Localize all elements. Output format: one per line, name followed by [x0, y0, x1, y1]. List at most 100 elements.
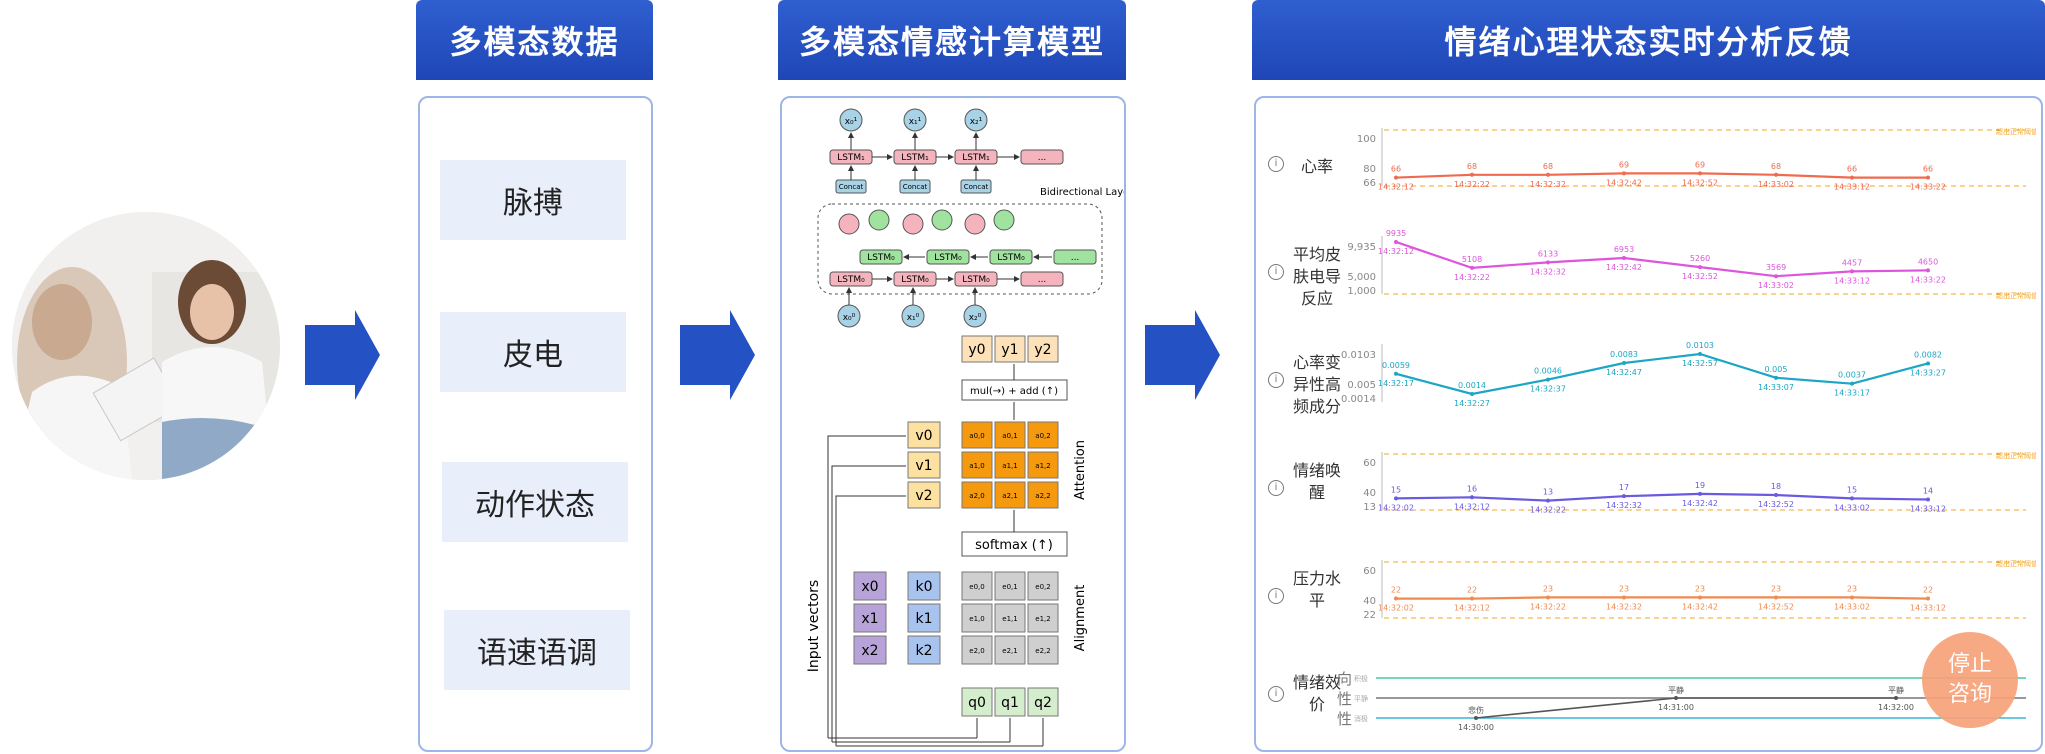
data-point[interactable]	[1546, 260, 1550, 265]
data-header: 多模态数据	[416, 0, 653, 80]
data-point[interactable]	[1774, 595, 1778, 600]
series-line	[1395, 492, 1929, 502]
info-icon[interactable]: i	[1268, 156, 1284, 172]
lstm-forward-label: LSTM₀	[837, 275, 865, 285]
valence-sublevel-label: 积极	[1354, 674, 1368, 683]
data-value-label: 19	[1695, 481, 1705, 490]
time-label: 14:33:02	[1834, 602, 1870, 611]
series-line	[1396, 596, 1929, 600]
y-tick-label: 60	[1363, 566, 1376, 577]
data-point[interactable]	[1774, 274, 1778, 279]
data-point[interactable]	[1622, 360, 1626, 365]
data-point[interactable]	[1926, 361, 1930, 366]
stop-consult-button[interactable]: 停止咨询	[1922, 632, 2018, 728]
y-tick-label: 5,000	[1347, 272, 1376, 283]
data-point[interactable]	[1470, 265, 1474, 270]
time-label: 14:32:12	[1454, 502, 1490, 511]
data-point[interactable]	[1546, 498, 1550, 503]
time-label: 14:33:02	[1758, 281, 1794, 290]
series-line	[1395, 240, 1929, 278]
valence-sublevel-label: 消极	[1354, 714, 1368, 723]
grid-cell	[994, 451, 1026, 479]
grid-cell	[994, 481, 1026, 509]
data-point[interactable]	[1394, 371, 1398, 376]
data-point[interactable]	[1394, 496, 1398, 501]
grid-cell-label: e2,2	[1035, 647, 1050, 655]
info-icon[interactable]: i	[1268, 264, 1284, 280]
data-point[interactable]	[1850, 269, 1854, 274]
grid-cell	[1027, 603, 1059, 633]
data-point[interactable]	[1850, 381, 1854, 386]
data-point[interactable]	[1470, 596, 1474, 601]
time-label: 14:32:42	[1606, 178, 1642, 187]
data-value-label: 0.0082	[1914, 350, 1942, 359]
grid-cell-label: a2,2	[1035, 492, 1050, 500]
alignment-label: Alignment	[1073, 585, 1088, 652]
series-line	[1395, 172, 1928, 179]
valence-point[interactable]	[1474, 716, 1478, 720]
data-point[interactable]	[1850, 175, 1854, 180]
data-value-label: 66	[1847, 165, 1857, 174]
time-label: 14:32:42	[1606, 263, 1642, 272]
metric-label: 心率变异性高频成分	[1292, 353, 1341, 416]
concat-label: Concat	[903, 183, 928, 191]
data-point[interactable]	[1698, 265, 1702, 270]
data-point[interactable]	[1926, 175, 1930, 180]
valence-level-label: 正向	[1336, 670, 1352, 688]
data-point[interactable]	[1394, 596, 1398, 601]
data-item-pulse: 脉搏	[440, 160, 626, 240]
data-point[interactable]	[1470, 495, 1474, 500]
grid-cell-label: a2,1	[1002, 492, 1017, 500]
grid-cell	[961, 481, 993, 509]
info-icon[interactable]: i	[1268, 372, 1284, 388]
data-point[interactable]	[1774, 375, 1778, 380]
bilstm-output-2: x₂¹	[970, 117, 983, 127]
data-point[interactable]	[1698, 491, 1702, 496]
time-label: 14:32:12	[1378, 183, 1414, 192]
data-point[interactable]	[1774, 493, 1778, 498]
data-point[interactable]	[1394, 175, 1398, 180]
valence-time-label: 14:31:00	[1658, 703, 1694, 712]
data-point[interactable]	[1698, 352, 1702, 356]
grid-cell-label: e1,1	[1002, 615, 1017, 623]
data-point[interactable]	[1394, 240, 1398, 244]
input-x1: x1	[861, 611, 878, 627]
data-point[interactable]	[1926, 596, 1930, 601]
series-line	[1395, 352, 1929, 396]
photo-illustration	[12, 212, 280, 480]
time-label: 14:33:12	[1910, 604, 1946, 613]
data-point[interactable]	[1622, 171, 1626, 176]
time-label: 14:32:32	[1606, 501, 1642, 510]
grid-cell	[961, 603, 993, 633]
time-label: 14:32:22	[1530, 602, 1566, 611]
valence-point[interactable]	[1674, 696, 1678, 700]
data-point[interactable]	[1546, 172, 1550, 177]
data-point[interactable]	[1926, 497, 1930, 502]
metric-label: 压力水平	[1292, 569, 1341, 610]
grid-cell	[994, 571, 1026, 601]
data-point[interactable]	[1622, 494, 1626, 499]
data-point[interactable]	[1850, 595, 1854, 600]
data-point[interactable]	[1926, 268, 1930, 273]
data-point[interactable]	[1470, 392, 1474, 396]
data-point[interactable]	[1622, 595, 1626, 600]
data-point[interactable]	[1546, 377, 1550, 382]
data-value-label: 13	[1543, 488, 1553, 497]
data-point[interactable]	[1698, 171, 1702, 176]
info-icon[interactable]: i	[1268, 686, 1284, 702]
data-point[interactable]	[1774, 172, 1778, 177]
data-value-label: 15	[1391, 485, 1401, 494]
info-icon[interactable]: i	[1268, 480, 1284, 496]
time-label: 14:33:02	[1758, 180, 1794, 189]
data-point[interactable]	[1622, 256, 1626, 261]
data-point[interactable]	[1698, 595, 1702, 600]
valence-point[interactable]	[1894, 696, 1898, 700]
data-point[interactable]	[1850, 496, 1854, 501]
info-icon[interactable]: i	[1268, 588, 1284, 604]
data-value-label: 6953	[1614, 245, 1634, 254]
y-tick-label: 22	[1363, 610, 1376, 621]
data-point[interactable]	[1470, 172, 1474, 177]
data-point[interactable]	[1546, 595, 1550, 600]
grid-cell	[1027, 635, 1059, 665]
grid-cell	[1027, 451, 1059, 479]
